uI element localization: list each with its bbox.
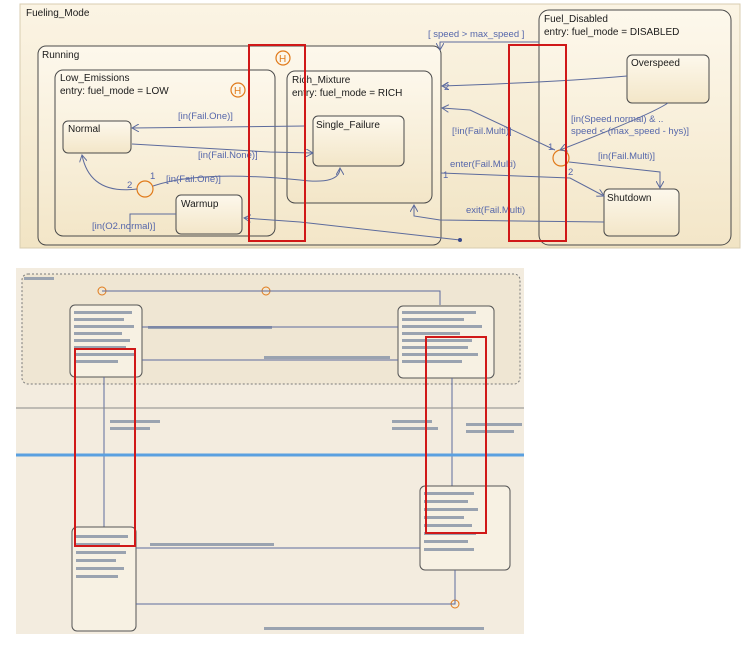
blurred-text — [24, 277, 54, 280]
label-o2-normal: [in(O2.normal)] — [92, 221, 155, 232]
normal-state[interactable] — [62, 120, 132, 154]
label-speed-gt-max: [ speed > max_speed ] — [428, 29, 524, 40]
default-transition-dot — [458, 238, 462, 242]
fuel-disabled-title: Fuel_Disabled — [544, 14, 608, 25]
history-symbol-running: H — [279, 54, 286, 65]
transition-not-fail-multi[interactable] — [442, 108, 556, 151]
label-not-fail-multi: [!in(Fail.Multi)] — [452, 126, 512, 137]
transition-o2[interactable] — [129, 213, 176, 232]
priority-2-top: 2 — [444, 82, 449, 93]
low-emissions-title: Low_Emissions — [60, 73, 129, 84]
blurred-screenshot — [16, 268, 524, 634]
label-fail-none: [in(Fail.None)] — [198, 150, 258, 161]
rich-mixture-entry: entry: fuel_mode = RICH — [292, 88, 402, 99]
blurred-transition — [136, 570, 456, 605]
label-fail-multi-right: [in(Fail.Multi)] — [598, 151, 655, 162]
history-symbol-low: H — [234, 86, 241, 97]
transition-fail-one[interactable] — [132, 126, 306, 128]
transition-warmup-single[interactable] — [152, 168, 340, 187]
label-fail-one-bottom: [in(Fail.One)] — [166, 174, 221, 185]
label-exit-fail-multi: exit(Fail.Multi) — [466, 205, 525, 216]
stateflow-chart: Fueling_Mode Running Low_Emissions entry… — [19, 3, 741, 249]
fueling-mode-title: Fueling_Mode — [26, 8, 90, 19]
priority-2-right: 2 — [568, 167, 573, 178]
normal-title: Normal — [68, 124, 100, 135]
shutdown-title: Shutdown — [607, 193, 651, 204]
history-junction-icon[interactable] — [230, 82, 246, 98]
transition-junction-shutdown[interactable] — [568, 161, 660, 188]
transition-to-warmup[interactable] — [244, 218, 461, 241]
single-failure-state[interactable] — [312, 115, 405, 167]
warmup-title: Warmup — [181, 199, 219, 210]
fuel-disabled-entry: entry: fuel_mode = DISABLED — [544, 27, 679, 38]
transition-warmup-normal[interactable] — [82, 155, 138, 191]
blurred-transition — [102, 290, 441, 305]
priority-1-right: 1 — [548, 142, 553, 153]
blurred-state — [71, 526, 137, 632]
low-emissions-entry: entry: fuel_mode = LOW — [60, 86, 169, 97]
priority-2-left: 2 — [127, 180, 132, 191]
label-speed-normal-1: [in(Speed.normal) & .. — [571, 114, 663, 125]
label-fail-one-top: [in(Fail.One)] — [178, 111, 233, 122]
priority-1-mid: 1 — [443, 170, 448, 181]
shutdown-state[interactable] — [603, 188, 680, 237]
transition-overspeed-running[interactable] — [442, 75, 628, 86]
transition-fail-none[interactable] — [131, 143, 313, 153]
history-junction-icon[interactable] — [275, 50, 291, 66]
single-failure-title: Single_Failure — [316, 120, 380, 131]
priority-1-left: 1 — [150, 171, 155, 182]
highlight-box — [74, 348, 136, 547]
blurred-state — [419, 485, 511, 571]
overspeed-title: Overspeed — [631, 58, 680, 69]
transition-speed[interactable] — [440, 41, 539, 50]
label-speed-normal-2: speed < (max_speed - hys)] — [571, 126, 689, 137]
transition-enter-fail-multi[interactable] — [440, 172, 604, 196]
running-title: Running — [42, 50, 79, 61]
transition-overspeed-junction[interactable] — [560, 102, 669, 150]
highlight-box — [425, 336, 487, 534]
highlight-box — [508, 44, 567, 242]
highlight-box — [248, 44, 306, 242]
transition-exit-fail-multi[interactable] — [414, 205, 605, 223]
rich-mixture-title: Rich_Mixture — [292, 75, 351, 86]
label-enter-fail-multi: enter(Fail.Multi) — [450, 159, 516, 170]
transitions: [in(Fail.One)] [in(Fail.None)] 2 1 [in(F… — [82, 29, 689, 242]
